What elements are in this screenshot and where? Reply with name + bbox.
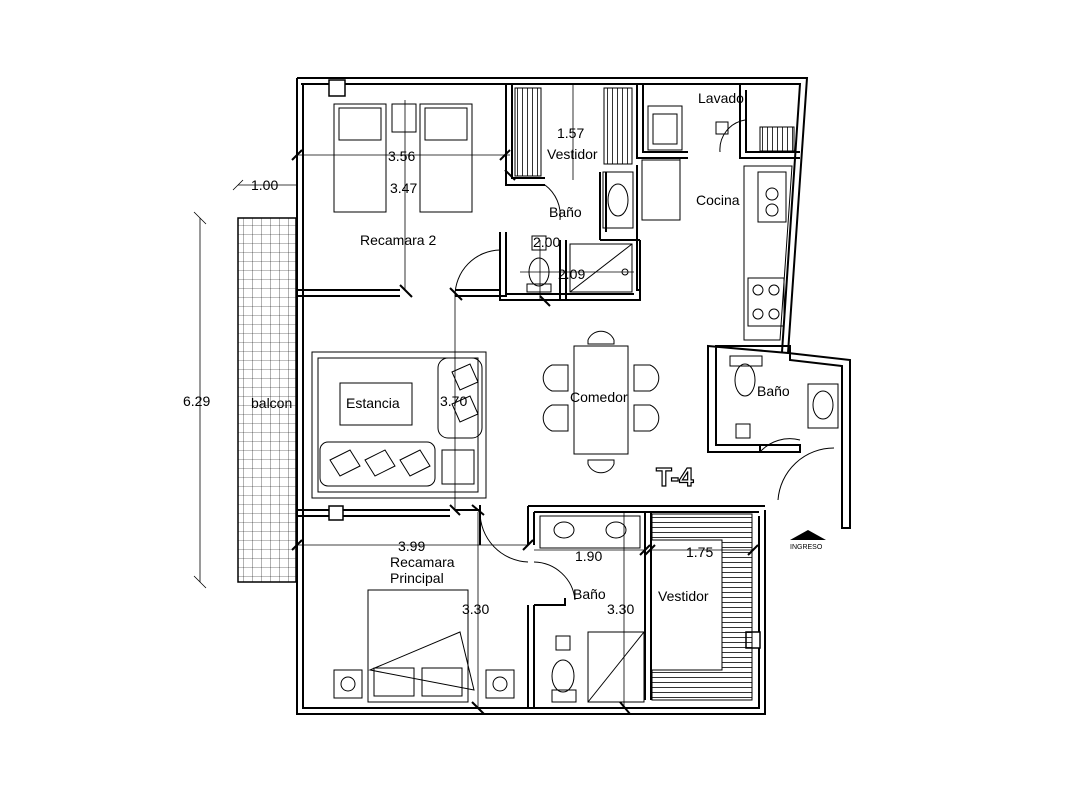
door-swings [454,119,835,601]
dim-bed2-depth: 3.47 [390,180,417,196]
dim-total-height: 6.29 [183,393,210,409]
label-laundry: Lavado [698,90,744,106]
dim-master-width: 3.99 [398,538,425,554]
laundry-fixtures [647,105,795,152]
label-master-line2: Principal [390,570,444,586]
master-furniture [333,589,515,703]
dim-balcony-offset: 1.00 [251,177,278,193]
dim-master-depth: 3.30 [462,601,489,617]
dim-bath-bottom-width: 1.90 [575,548,602,564]
exterior-walls [296,77,851,715]
dim-bath-bottom-depth: 3.30 [607,601,634,617]
label-balcony: balcon [251,395,292,411]
dim-bath-top-a: 2.00 [533,234,560,250]
label-bath-top: Baño [549,204,582,220]
unit-code: T-4 [656,462,694,492]
bath-bottom-fixtures [539,515,645,703]
label-bedroom2: Recamara 2 [360,232,436,248]
closet-top-shelves [514,87,633,177]
label-closet-bottom: Vestidor [658,588,709,604]
dim-bath-top-b: 2.09 [558,266,585,282]
interior-walls [297,84,800,708]
room-labels: Recamara 2 Vestidor Lavado Cocina Baño B… [251,90,790,604]
kitchen-fixtures [641,159,793,341]
dim-bed2-width: 3.56 [388,148,415,164]
entrance-label: INGRESO [790,544,823,551]
label-dining: Comedor [570,389,628,405]
label-closet-top: Vestidor [547,146,598,162]
bedroom2-furniture [333,103,473,213]
dim-living-depth: 3.70 [440,393,467,409]
dining-furniture [542,330,660,474]
living-furniture [311,351,487,499]
dimension-ticks [291,149,759,715]
label-kitchen: Cocina [696,192,740,208]
bath-right-fixtures [729,355,839,439]
label-bath-right: Baño [757,383,790,399]
dimension-lines [193,84,752,708]
label-bath-bottom: Baño [573,586,606,602]
dim-closet-bottom-width: 1.75 [686,544,713,560]
balcony [237,217,297,583]
closet-bottom-shelves [651,513,753,701]
dimension-labels: 6.29 1.00 3.56 3.47 1.57 2.00 2.09 3.70 … [183,125,713,617]
dim-closet-top-width: 1.57 [557,125,584,141]
label-master-line1: Recamara [390,554,455,570]
entrance-marker: INGRESO [790,530,826,551]
label-living: Estancia [346,395,400,411]
